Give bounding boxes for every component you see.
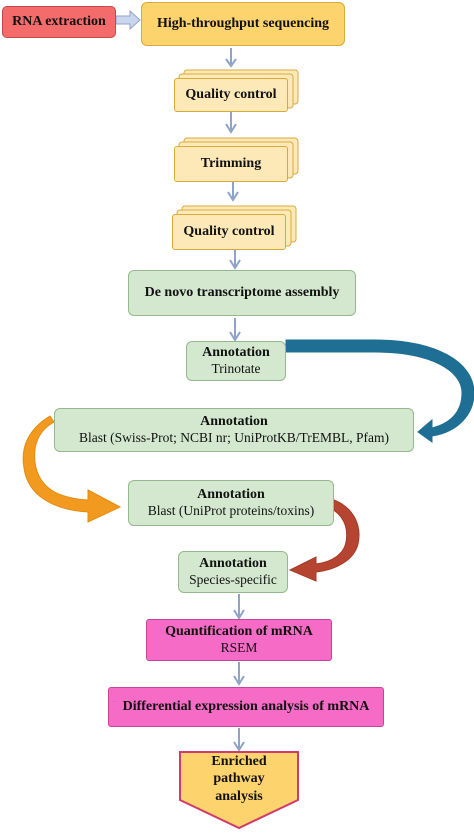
arrow-diff-to-enriched — [233, 728, 245, 752]
curved-arrow-orange — [22, 415, 122, 523]
annotation-blast-databases-step: Annotation Blast (Swiss-Prot; NCBI nr; U… — [54, 408, 414, 452]
annotation-4-title: Annotation — [199, 555, 267, 571]
curved-arrow-blue — [285, 339, 474, 443]
quantification-title: Quantification of mRNA — [165, 623, 313, 639]
arrow-assembly-to-annot1 — [229, 318, 241, 342]
quantification-step: Quantification of mRNA RSEM — [146, 619, 332, 661]
arrow-rna-to-sequencing — [115, 9, 141, 31]
enriched-pathway-step: Enriched pathway analysis — [180, 754, 298, 804]
trimming-label: Trimming — [200, 156, 262, 172]
enriched-pathway-shape — [179, 751, 299, 830]
quality-control-1-label: Quality control — [185, 87, 277, 103]
sequencing-step: High-throughput sequencing — [141, 2, 345, 46]
annotation-species-specific-step: Annotation Species-specific — [178, 551, 288, 593]
annotation-blast-uniprot-step: Annotation Blast (UniProt proteins/toxin… — [128, 480, 334, 526]
annotation-4-subtitle: Species-specific — [189, 572, 277, 588]
annotation-1-subtitle: Trinotate — [211, 361, 261, 377]
quantification-subtitle: RSEM — [220, 640, 258, 656]
curved-arrow-rust — [288, 499, 360, 582]
annotation-3-subtitle: Blast (UniProt proteins/toxins) — [147, 503, 315, 519]
annotation-trinotate-step: Annotation Trinotate — [186, 341, 286, 381]
assembly-step: De novo transcriptome assembly — [128, 270, 356, 316]
differential-expression-step: Differential expression analysis of mRNA — [108, 687, 384, 727]
annotation-2-subtitle: Blast (Swiss-Prot; NCBI nr; UniProtKB/Tr… — [78, 430, 390, 446]
annotation-2-title: Annotation — [200, 413, 268, 429]
arrow-quant-to-diff — [233, 662, 245, 686]
arrow-seq-to-qc1 — [225, 48, 237, 68]
quality-control-step-1: Quality control — [174, 78, 288, 112]
rna-extraction-label: RNA extraction — [12, 14, 106, 30]
assembly-label: De novo transcriptome assembly — [144, 285, 340, 301]
quality-control-step-2: Quality control — [172, 214, 286, 250]
annotation-3-title: Annotation — [197, 486, 265, 502]
arrow-trimming-to-qc2 — [227, 180, 239, 202]
trimming-step: Trimming — [174, 146, 288, 182]
annotation-1-title: Annotation — [202, 344, 270, 360]
sequencing-label: High-throughput sequencing — [156, 16, 330, 32]
quality-control-2-label: Quality control — [183, 224, 275, 240]
arrow-qc2-to-assembly — [229, 248, 241, 270]
rna-extraction-step: RNA extraction — [2, 6, 116, 38]
arrow-qc1-to-trimming — [225, 110, 237, 134]
differential-expression-label: Differential expression analysis of mRNA — [122, 699, 370, 715]
arrow-annot4-to-quant — [233, 594, 245, 620]
enriched-pathway-label: Enriched pathway analysis — [211, 753, 267, 804]
